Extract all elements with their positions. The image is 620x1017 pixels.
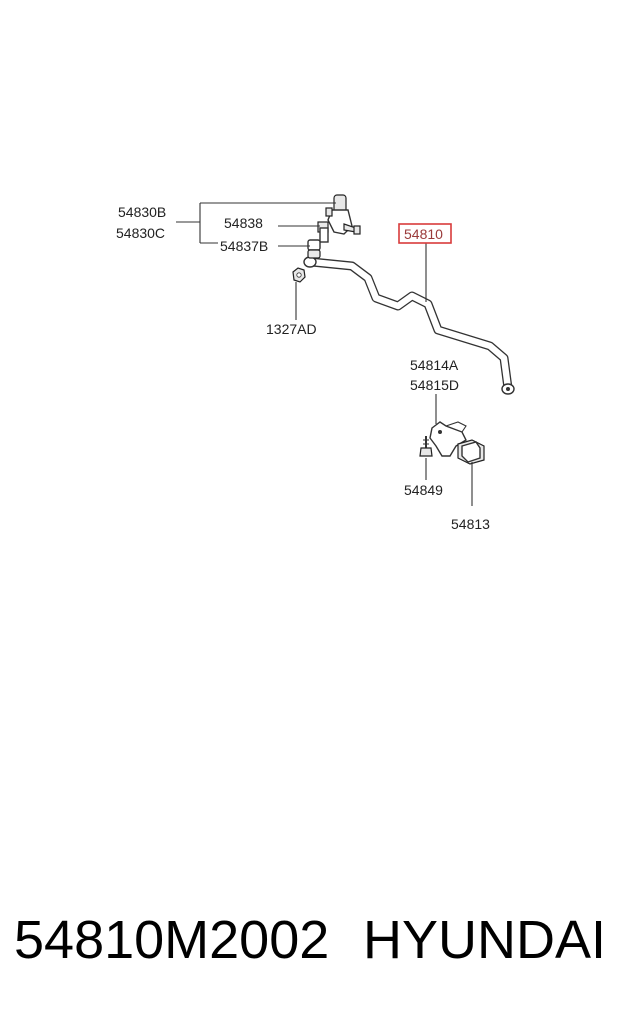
label-54810: 54810 (404, 226, 443, 242)
label-54837B: 54837B (220, 238, 268, 254)
stabilizer-bar (303, 256, 515, 395)
bush-bracket (429, 421, 467, 457)
stabilizer-link (317, 194, 361, 243)
leader-lines (176, 202, 473, 506)
bar-bushing (457, 439, 485, 465)
label-1327AD: 1327AD (266, 321, 317, 337)
label-54830B: 54830B (118, 204, 166, 220)
bolt (419, 436, 433, 457)
label-54830C: 54830C (116, 225, 165, 241)
part-number: 54810M2002 (14, 910, 330, 970)
highlight-box-54810 (398, 223, 452, 244)
label-54814A: 54814A (410, 357, 459, 373)
label-54849: 54849 (404, 482, 443, 498)
link-bushing (307, 239, 321, 259)
label-54815D: 54815D (410, 377, 459, 393)
nut (292, 267, 306, 283)
label-54838: 54838 (224, 215, 263, 231)
brand-name: HYUNDAI (362, 910, 606, 970)
product-caption: 54810M2002 HYUNDAI (14, 905, 606, 975)
label-54813: 54813 (451, 516, 490, 532)
